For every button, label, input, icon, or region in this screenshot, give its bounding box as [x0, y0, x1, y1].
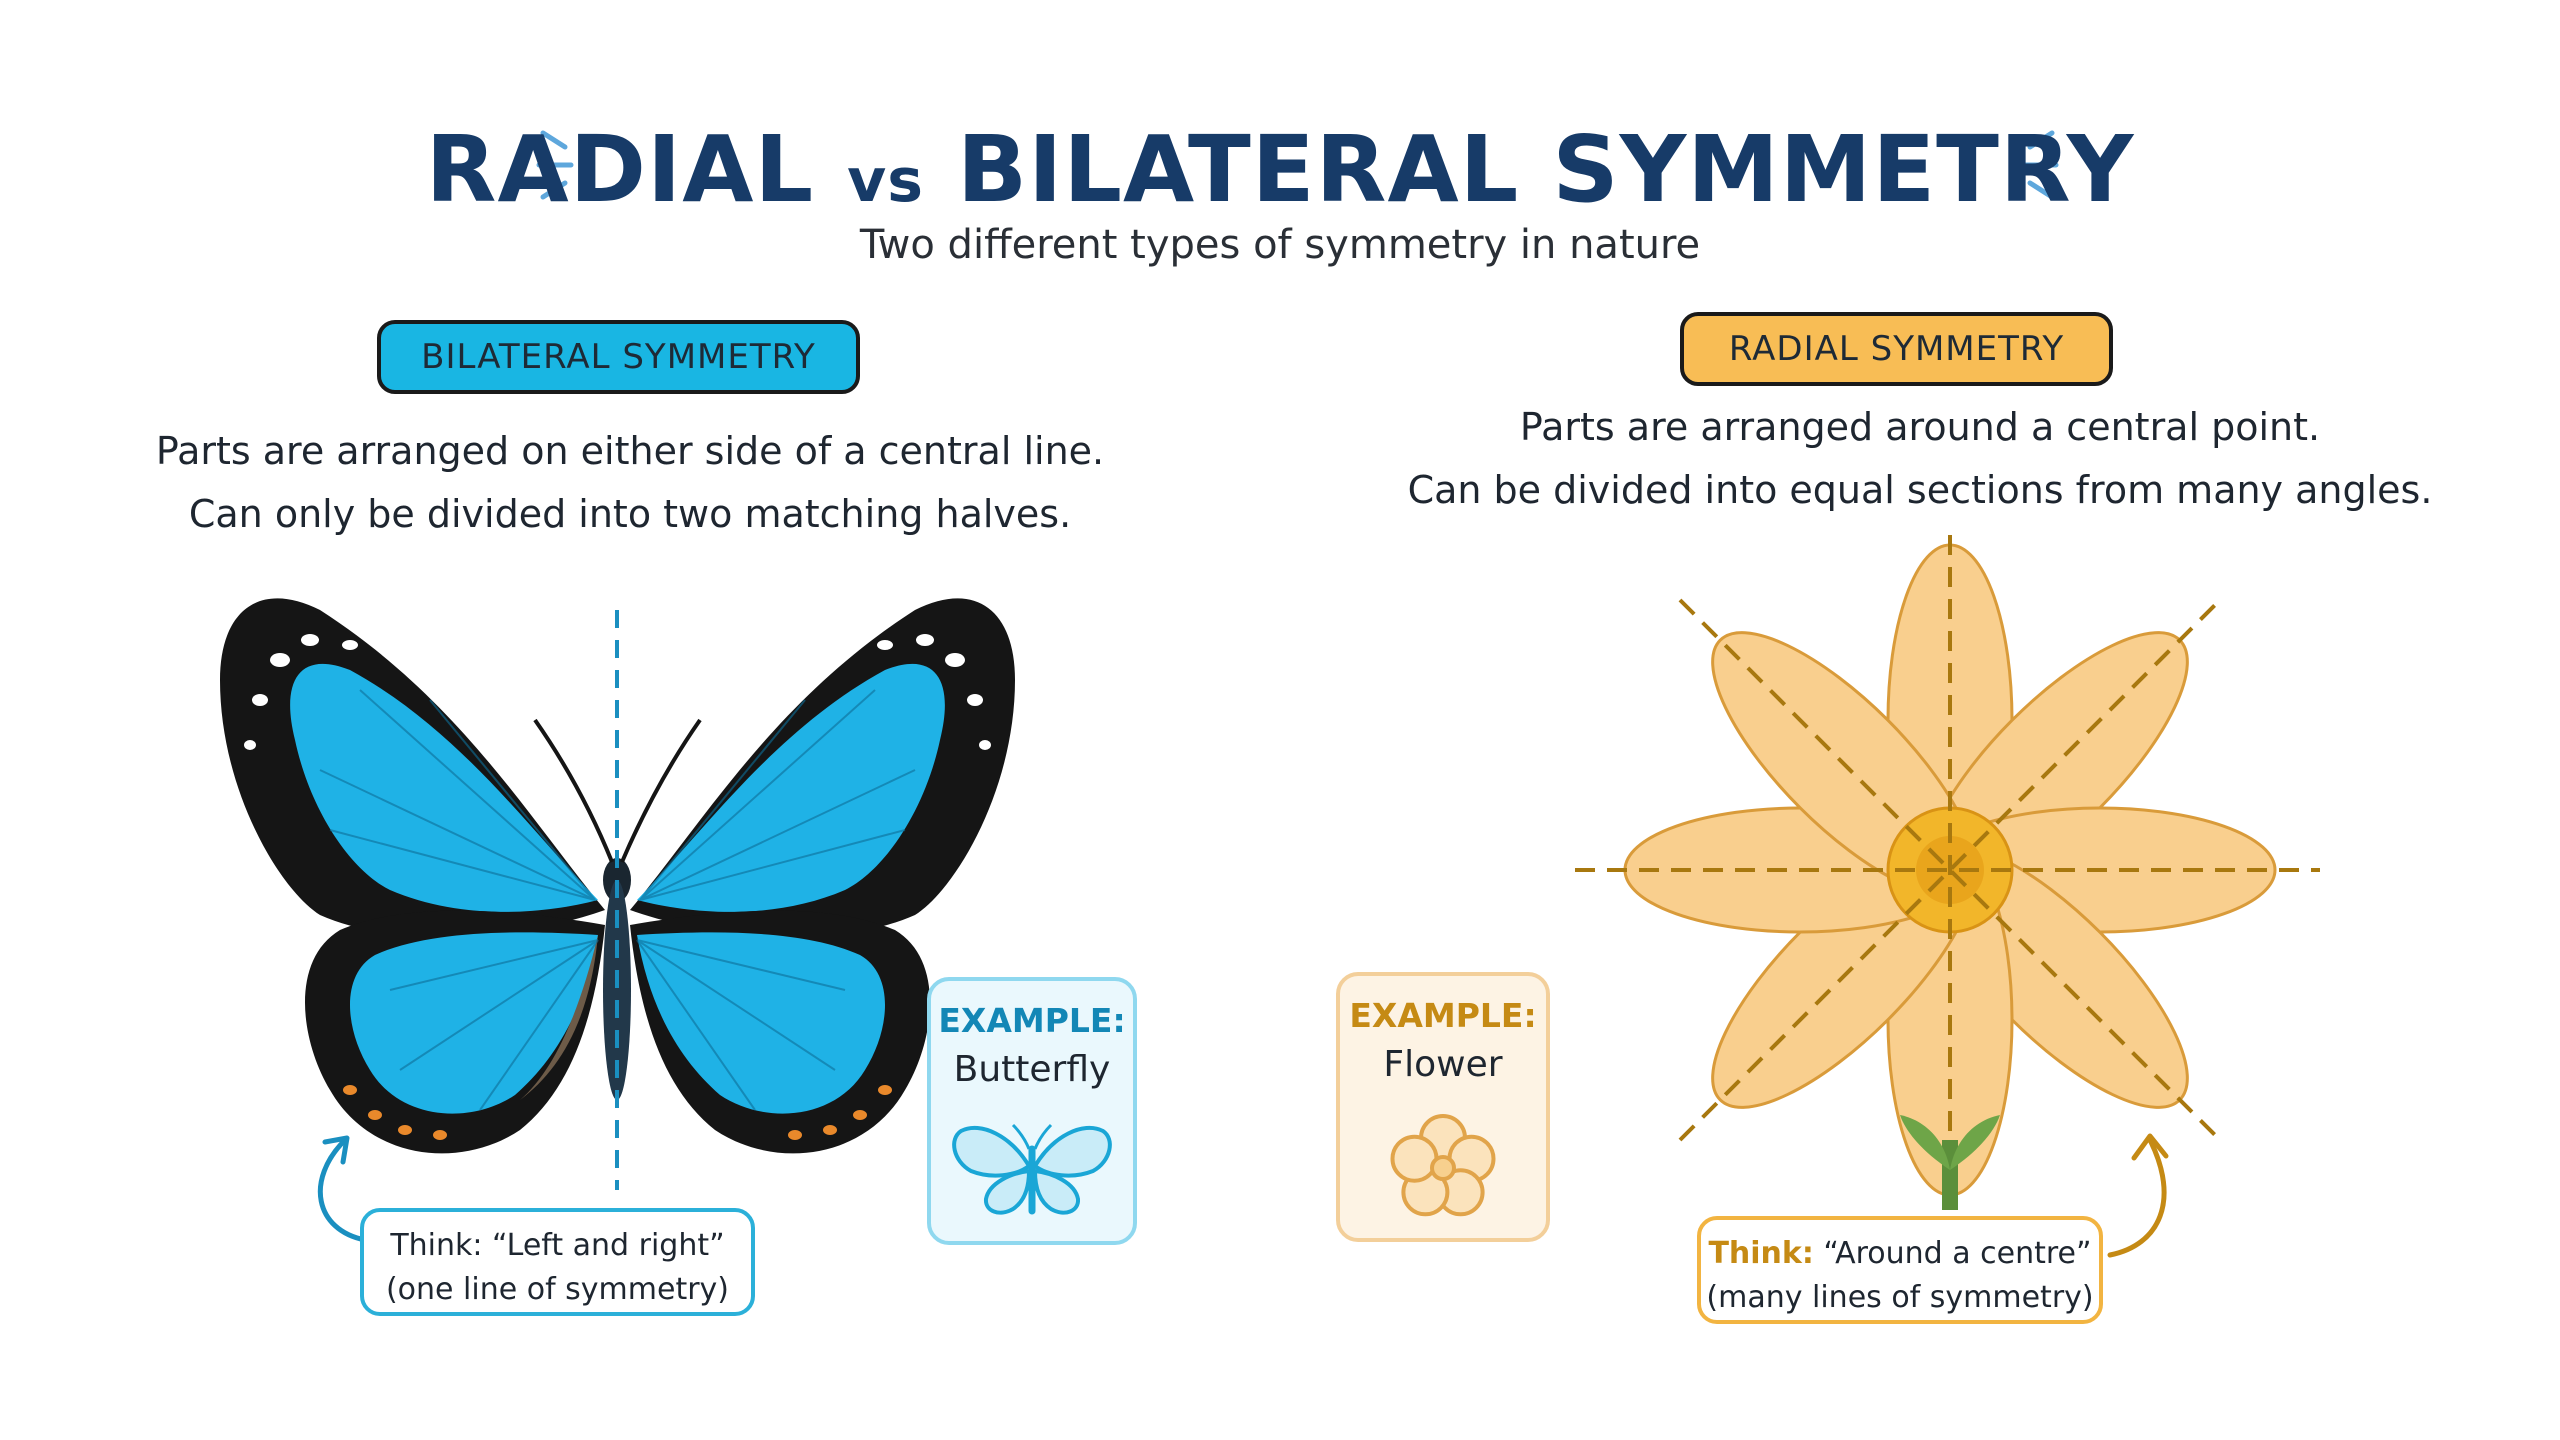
title-right: BILATERAL SYMMETRY — [957, 116, 2135, 223]
bilateral-description-line-1: Parts are arranged on either side of a c… — [155, 429, 1105, 473]
page-subtitle: Two different types of symmetry in natur… — [859, 222, 1701, 268]
butterfly-example-card: EXAMPLE: Butterfly — [927, 977, 1137, 1245]
radial-think-key: Think: — [1708, 1236, 1814, 1271]
bilateral-think-line-2: (one line of symmetry) — [385, 1272, 730, 1307]
flower-illustration — [1575, 535, 2320, 1210]
title-spark-left-icon — [536, 130, 574, 200]
bilateral-think-note: Think: “Left and right” (one line of sym… — [360, 1208, 755, 1316]
radial-symmetry-lines — [1575, 535, 2320, 1205]
flower-example-name: Flower — [1383, 1044, 1503, 1085]
bilateral-description: Parts are arranged on either side of a c… — [100, 420, 1160, 546]
butterfly-illustration — [220, 598, 1015, 1190]
radial-description-line-2: Can be divided into equal sections from … — [1407, 468, 2433, 512]
bilateral-badge: BILATERAL SYMMETRY — [377, 320, 860, 394]
radial-think-line-2: (many lines of symmetry) — [1706, 1280, 2094, 1315]
bilateral-description-line-2: Can only be divided into two matching ha… — [188, 492, 1072, 536]
butterfly-example-name: Butterfly — [953, 1049, 1111, 1090]
page-title: RADIAL vs BILATERAL SYMMETRY — [0, 110, 2560, 241]
title-left: RADIAL — [425, 116, 815, 223]
radial-description: Parts are arranged around a central poin… — [1370, 396, 2470, 522]
radial-arrow-icon — [2107, 1133, 2169, 1258]
butterfly-outline-icon — [952, 1123, 1112, 1215]
radial-description-line-1: Parts are arranged around a central poin… — [1519, 405, 2321, 449]
title-vs: vs — [847, 146, 924, 216]
bilateral-arrow-icon — [317, 1135, 368, 1243]
flower-example-label: EXAMPLE: — [1349, 996, 1537, 1035]
bilateral-think-line-1: Think: “Left and right” — [390, 1228, 725, 1263]
radial-think-line-1-rest: “Around a centre” — [1813, 1236, 2092, 1271]
radial-think-note: Think: “Around a centre” (many lines of … — [1697, 1216, 2103, 1324]
radial-badge: RADIAL SYMMETRY — [1680, 312, 2113, 386]
title-spark-right-icon — [2021, 130, 2059, 200]
radial-think-line-1: Think: “Around a centre” — [1701, 1232, 2099, 1276]
butterfly-example-label: EXAMPLE: — [938, 1001, 1126, 1040]
flower-outline-icon — [1390, 1114, 1496, 1217]
flower-example-card: EXAMPLE: Flower — [1336, 972, 1550, 1242]
